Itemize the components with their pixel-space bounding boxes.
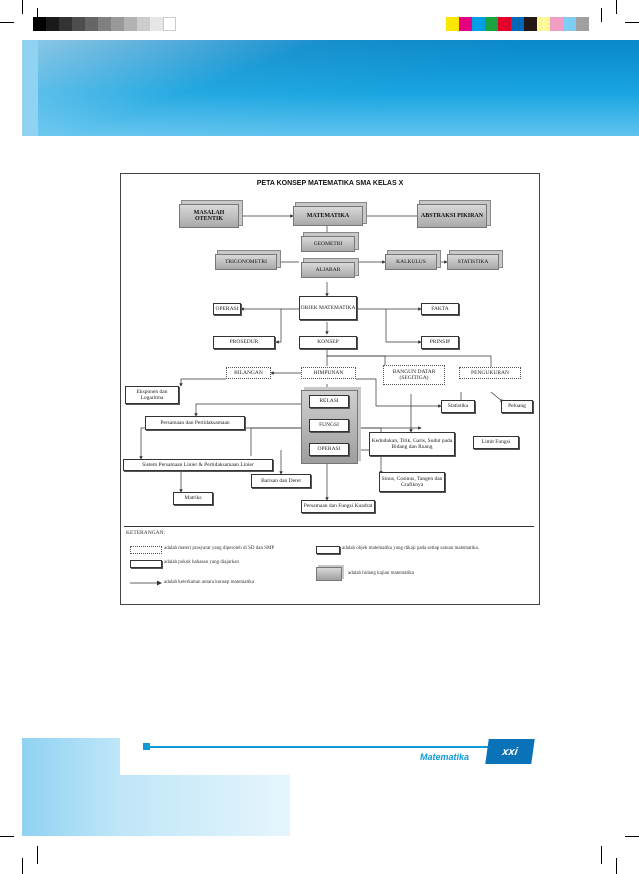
node-relasi: RELASI	[309, 395, 349, 408]
concept-map-title: PETA KONSEP MATEMATIKA SMA KELAS X	[256, 180, 404, 187]
gray-swatch	[33, 17, 46, 31]
page-number: xxi	[485, 739, 535, 764]
color-swatch	[563, 17, 576, 31]
header-edge	[22, 40, 38, 136]
color-swatch	[576, 17, 589, 31]
node-sinus: Sinus, Cosinus, Tangen dan Grafiknya	[379, 472, 445, 492]
legend-swatch-dotted	[130, 546, 162, 554]
node-limit-fungsi: Limit Fungsi	[473, 436, 519, 449]
legend-arrow-text: adalah keterkaitan antara konsep matemat…	[164, 580, 254, 585]
footer-dot	[143, 743, 150, 750]
node-bangun-datar: BANGUN DATAR (SEGITIGA)	[383, 365, 445, 385]
node-fungsi: FUNGSI	[309, 419, 349, 432]
legend-boxed-text: adalah pokok bahasan yang diajarkan	[164, 560, 239, 565]
legend-swatch-gray	[316, 567, 342, 581]
node-kalkulus: KALKULUS	[385, 254, 437, 270]
node-matriks: Matriks	[173, 492, 213, 505]
footer-band-left	[22, 738, 120, 836]
color-swatch	[524, 17, 537, 31]
gray-swatch	[46, 17, 59, 31]
color-swatch	[446, 17, 459, 31]
node-statistika: STATISTIKA	[447, 254, 499, 270]
node-eksponen: Eksponen dan Logaritma	[125, 386, 179, 404]
footer-subject: Matematika	[420, 752, 470, 762]
node-fakta: FAKTA	[421, 303, 459, 315]
legend-swatch-boxed	[130, 560, 162, 568]
legend-heading: KETERANGAN:	[126, 530, 166, 536]
node-matematika: MATEMATIKA	[293, 206, 363, 226]
color-swatch	[485, 17, 498, 31]
footer-rule	[148, 746, 490, 748]
header-shine	[22, 40, 639, 136]
node-statistika-small: Statistika	[441, 400, 475, 413]
node-aljabar: ALJABAR	[301, 262, 355, 278]
node-persamaan-pertidaksamaan: Persamaan dan Pertidaksamaan	[145, 416, 245, 430]
gray-swatch	[111, 17, 124, 31]
page-number-text: xxi	[501, 745, 519, 758]
color-swatch	[472, 17, 485, 31]
node-objek-matematika: OBJEK MATEMATIKA	[299, 296, 357, 320]
concept-map: PETA KONSEP MATEMATIKA SMA KELAS X	[120, 173, 540, 605]
color-swatch	[511, 17, 524, 31]
gray-swatch	[137, 17, 150, 31]
node-prinsip: PRINSIP	[421, 336, 459, 349]
gray-swatch	[59, 17, 72, 31]
color-swatch	[498, 17, 511, 31]
node-persamaan-fungsi-kuadrat: Persamaan dan Fungsi Kuadrat	[301, 500, 375, 513]
node-trigonometri: TRIGONOMETRI	[215, 254, 277, 270]
legend-dotted-text: adalah materi prasyarat yang diperoleh d…	[164, 546, 275, 551]
node-himpunan: HIMPUNAN	[301, 367, 356, 379]
node-pengukuran: PENGUKURAN	[459, 367, 521, 379]
node-barisan: Barisan dan Deret	[251, 474, 311, 488]
legend-arrow-icon	[130, 580, 162, 586]
gray-swatch	[98, 17, 111, 31]
node-operasi-top: OPERASI	[213, 303, 241, 315]
node-peluang: Peluang	[501, 400, 533, 413]
footer-band-bottom	[120, 775, 290, 836]
legend: KETERANGAN: adalah materi prasyarat yang…	[124, 526, 534, 601]
gray-swatch	[124, 17, 137, 31]
legend-gray-text: adalah bidang kajian matematika	[348, 571, 414, 576]
node-prosedur: PROSEDUR	[213, 336, 275, 349]
color-swatch	[537, 17, 550, 31]
color-swatch	[459, 17, 472, 31]
gray-swatch	[85, 17, 98, 31]
legend-solid-text: adalah objek matematika yang dikaji pada…	[342, 546, 480, 551]
node-konsep: KONSEP	[299, 336, 357, 349]
gray-swatch	[150, 17, 163, 31]
legend-swatch-solid	[316, 546, 340, 554]
node-bilangan: BILANGAN	[226, 367, 271, 379]
gray-swatch	[72, 17, 85, 31]
node-sistem-persamaan: Sistem Persamaan Linier & Pertidaksamaan…	[123, 459, 273, 471]
color-swatch	[550, 17, 563, 31]
node-geometri: GEOMETRI	[301, 236, 355, 252]
node-masalah-otentik: MASALAH OTENTIK	[179, 204, 239, 228]
node-operasi: OPERASI	[309, 443, 349, 456]
gray-swatch	[163, 17, 176, 31]
node-kedudukan: Kedudukan, Titik, Garis, Sudut pada Bida…	[369, 432, 455, 456]
node-abstraksi-pikiran: ABSTRAKSI PIKIRAN	[417, 204, 487, 228]
